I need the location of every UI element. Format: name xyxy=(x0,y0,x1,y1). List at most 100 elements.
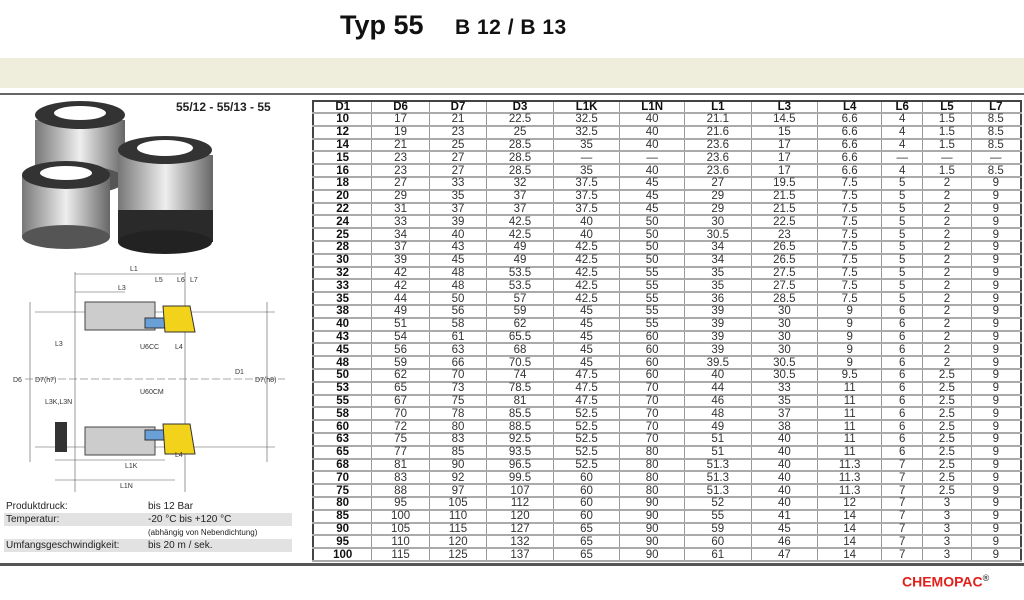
table-cell: 52 xyxy=(684,496,752,511)
table-cell: 85.5 xyxy=(486,407,554,422)
column-header-l1n: L1N xyxy=(619,101,685,114)
table-cell: 6 xyxy=(881,407,923,422)
table-cell: 75 xyxy=(371,432,430,447)
header-band xyxy=(0,58,1024,88)
table-cell: 2 xyxy=(922,266,972,281)
spec-value: -20 °C bis +120 °C xyxy=(148,514,232,525)
table-cell: 78.5 xyxy=(486,381,554,396)
table-cell: 110 xyxy=(428,509,487,524)
table-cell: 6 xyxy=(881,330,923,345)
table-cell: 2 xyxy=(922,356,972,370)
table-cell: 90 xyxy=(619,522,685,537)
table-cell: 46 xyxy=(684,394,752,409)
table-cell: 62 xyxy=(486,317,554,332)
table-cell: 14.5 xyxy=(750,113,818,127)
table-cell: 58 xyxy=(313,407,372,422)
table-cell: 81 xyxy=(371,458,430,473)
column-header-d6: D6 xyxy=(371,101,430,114)
table-cell: 45 xyxy=(619,202,685,217)
table-cell: 7.5 xyxy=(817,253,882,268)
table-cell: 51 xyxy=(371,317,430,332)
table-cell: 17 xyxy=(371,113,430,127)
table-cell: 30 xyxy=(750,330,818,345)
table-cell: 6 xyxy=(881,394,923,409)
table-cell: 90 xyxy=(619,548,685,562)
table-cell: 2.5 xyxy=(922,458,972,473)
table-cell: 42.5 xyxy=(552,266,620,281)
table-cell: 80 xyxy=(619,458,685,473)
table-cell: 7 xyxy=(881,484,923,498)
table-cell: 15 xyxy=(313,151,372,166)
table-cell: 39 xyxy=(684,343,752,358)
table-cell: 68 xyxy=(486,343,554,358)
table-cell: 9 xyxy=(970,509,1021,524)
registered-mark: ® xyxy=(982,573,990,583)
table-cell: 9 xyxy=(817,304,882,319)
table-cell: 30 xyxy=(750,304,818,319)
table-cell: 63 xyxy=(313,432,372,447)
table-cell: 9 xyxy=(970,368,1021,383)
dim-label: L1N xyxy=(120,483,133,490)
table-cell: 88.5 xyxy=(486,420,554,434)
table-cell: 80 xyxy=(619,445,685,460)
table-cell: 6 xyxy=(881,343,923,358)
table-cell: 70 xyxy=(619,381,685,396)
table-cell: 2 xyxy=(922,253,972,268)
table-cell: 14 xyxy=(817,548,882,562)
table-cell: 11.3 xyxy=(817,458,882,473)
table-cell: 45 xyxy=(619,176,685,191)
table-cell: 43 xyxy=(313,330,372,345)
table-cell: 1.5 xyxy=(922,113,972,127)
table-cell: 48 xyxy=(428,266,487,281)
table-cell: 45 xyxy=(619,189,685,204)
table-cell: 95 xyxy=(371,496,430,511)
table-cell: 65 xyxy=(552,535,620,550)
table-cell: 37.5 xyxy=(552,176,620,191)
table-cell: 110 xyxy=(371,535,430,550)
table-cell: 66 xyxy=(428,356,487,370)
table-cell: 30.5 xyxy=(750,356,818,370)
dim-label: L7 xyxy=(190,277,198,284)
table-cell: 55 xyxy=(619,266,685,281)
table-cell: 41 xyxy=(750,509,818,524)
table-cell: 2.5 xyxy=(922,407,972,422)
table-cell: 23 xyxy=(371,164,430,178)
table-cell: 51.3 xyxy=(684,471,752,486)
table-cell: 38 xyxy=(750,420,818,434)
table-cell: 32 xyxy=(313,266,372,281)
column-header-l1k: L1K xyxy=(552,101,620,114)
table-cell: 3 xyxy=(922,548,972,562)
table-cell: 65 xyxy=(552,548,620,562)
table-cell: 4 xyxy=(881,125,923,140)
spec-label: Produktdruck: xyxy=(6,501,68,512)
table-cell: 59 xyxy=(371,356,430,370)
table-cell: 6.6 xyxy=(817,125,882,140)
table-cell: 83 xyxy=(371,471,430,486)
table-cell: 105 xyxy=(428,496,487,511)
seal-technical-drawing: L1 L3 L5 L6 L7 L3 U6CC L4 D6 D7(h7) D7(h… xyxy=(13,266,285,492)
spec-row: Umfangsgeschwindigkeit:bis 20 m / sek. xyxy=(4,539,292,552)
table-cell: 73 xyxy=(428,381,487,396)
table-cell: 115 xyxy=(371,548,430,562)
table-cell: 51.3 xyxy=(684,484,752,498)
table-cell: 34 xyxy=(684,240,752,255)
table-cell: 9 xyxy=(970,202,1021,217)
table-cell: 5 xyxy=(881,202,923,217)
table-cell: 2.5 xyxy=(922,432,972,447)
table-cell: 2 xyxy=(922,228,972,242)
table-cell: 132 xyxy=(486,535,554,550)
table-cell: 27 xyxy=(371,176,430,191)
table-cell: 54 xyxy=(371,330,430,345)
table-cell: 90 xyxy=(619,535,685,550)
table-cell: 63 xyxy=(428,343,487,358)
table-cell: 74 xyxy=(486,368,554,383)
table-cell: 85 xyxy=(313,509,372,524)
table-cell: 55 xyxy=(619,317,685,332)
dim-label: L3 xyxy=(118,285,126,292)
table-cell: 6 xyxy=(881,445,923,460)
